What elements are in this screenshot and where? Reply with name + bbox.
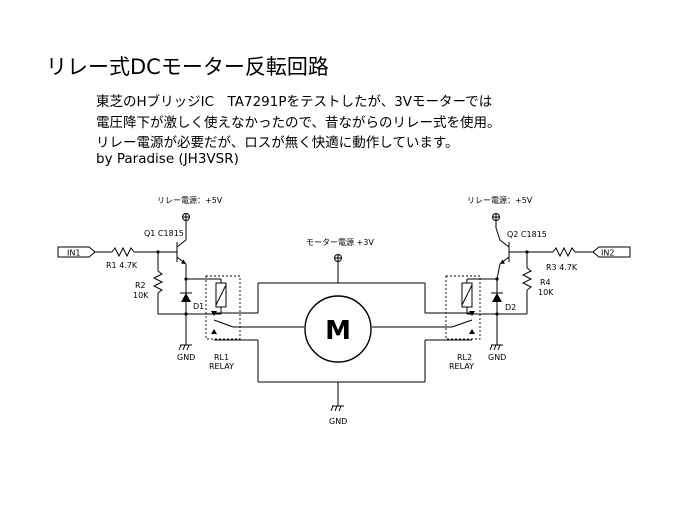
- r1-label: R1 4.7K: [106, 261, 138, 270]
- d2-label: D2: [505, 303, 516, 312]
- r4-resistor: [521, 267, 533, 291]
- r2-label: R2: [135, 281, 146, 290]
- gnd-symbol-right: [489, 344, 503, 351]
- r1-resistor: [111, 246, 135, 258]
- page-title: リレー式DCモーター反転回路: [46, 55, 329, 79]
- r4-value: 10K: [538, 288, 554, 297]
- motor-bridge: モーター電源 +3V GND M: [214, 238, 472, 426]
- description-line-3: リレー電源が必要だが、ロスが無く快適に動作しています。: [96, 135, 459, 151]
- d1-diode: [180, 279, 192, 314]
- rl2-name: RL2: [457, 353, 472, 362]
- gnd-right-label: GND: [488, 353, 506, 362]
- rl2-type: RELAY: [449, 362, 474, 371]
- right-driver-circuit: IN2 R3 4.7K Q2 C1815 リレー電源：+5V D2: [445, 196, 631, 371]
- q2-transistor: [499, 239, 510, 265]
- rl1-name: RL1: [214, 353, 229, 362]
- description-line-1: 東芝のHブリッジIC TA7291Pをテストしたが、3Vモーターでは: [96, 94, 493, 110]
- gnd-bottom-label: GND: [329, 417, 347, 426]
- gnd-left-label: GND: [177, 353, 195, 362]
- gnd-symbol-bottom: [330, 405, 344, 412]
- gnd-symbol-left: [178, 344, 192, 351]
- relay-supply-left-label: リレー電源：+5V: [157, 196, 223, 205]
- in2-label: IN2: [601, 249, 614, 258]
- motor-label: M: [325, 316, 351, 346]
- rl2-relay-box: [445, 275, 481, 340]
- motor-symbol: [304, 295, 372, 363]
- author-line: by Paradise (JH3VSR): [96, 151, 239, 167]
- q1-transistor: [176, 239, 187, 265]
- in2-connector: [592, 246, 631, 258]
- d2-diode: [491, 279, 503, 314]
- in1-label: IN1: [67, 249, 80, 258]
- left-driver-circuit: IN1 R1 4.7K Q1 C1815 リレー電源：+5V D1: [57, 196, 241, 371]
- in1-connector: [57, 246, 96, 258]
- rl1-type: RELAY: [209, 362, 234, 371]
- r2-resistor: [152, 270, 164, 294]
- d1-label: D1: [193, 302, 204, 311]
- r2-value: 10K: [133, 291, 149, 300]
- relay-supply-right-label: リレー電源：+5V: [467, 196, 533, 205]
- r4-label: R4: [540, 278, 551, 287]
- description-line-2: 電圧降下が激しく使えなかったので、昔ながらのリレー式を使用。: [96, 115, 501, 131]
- motor-supply-label: モーター電源 +3V: [306, 238, 374, 247]
- q2-label: Q2 C1815: [507, 230, 547, 239]
- r3-label: R3 4.7K: [546, 263, 578, 272]
- rl1-relay-box: [205, 275, 241, 340]
- r3-resistor: [552, 246, 576, 258]
- q1-label: Q1 C1815: [144, 229, 184, 238]
